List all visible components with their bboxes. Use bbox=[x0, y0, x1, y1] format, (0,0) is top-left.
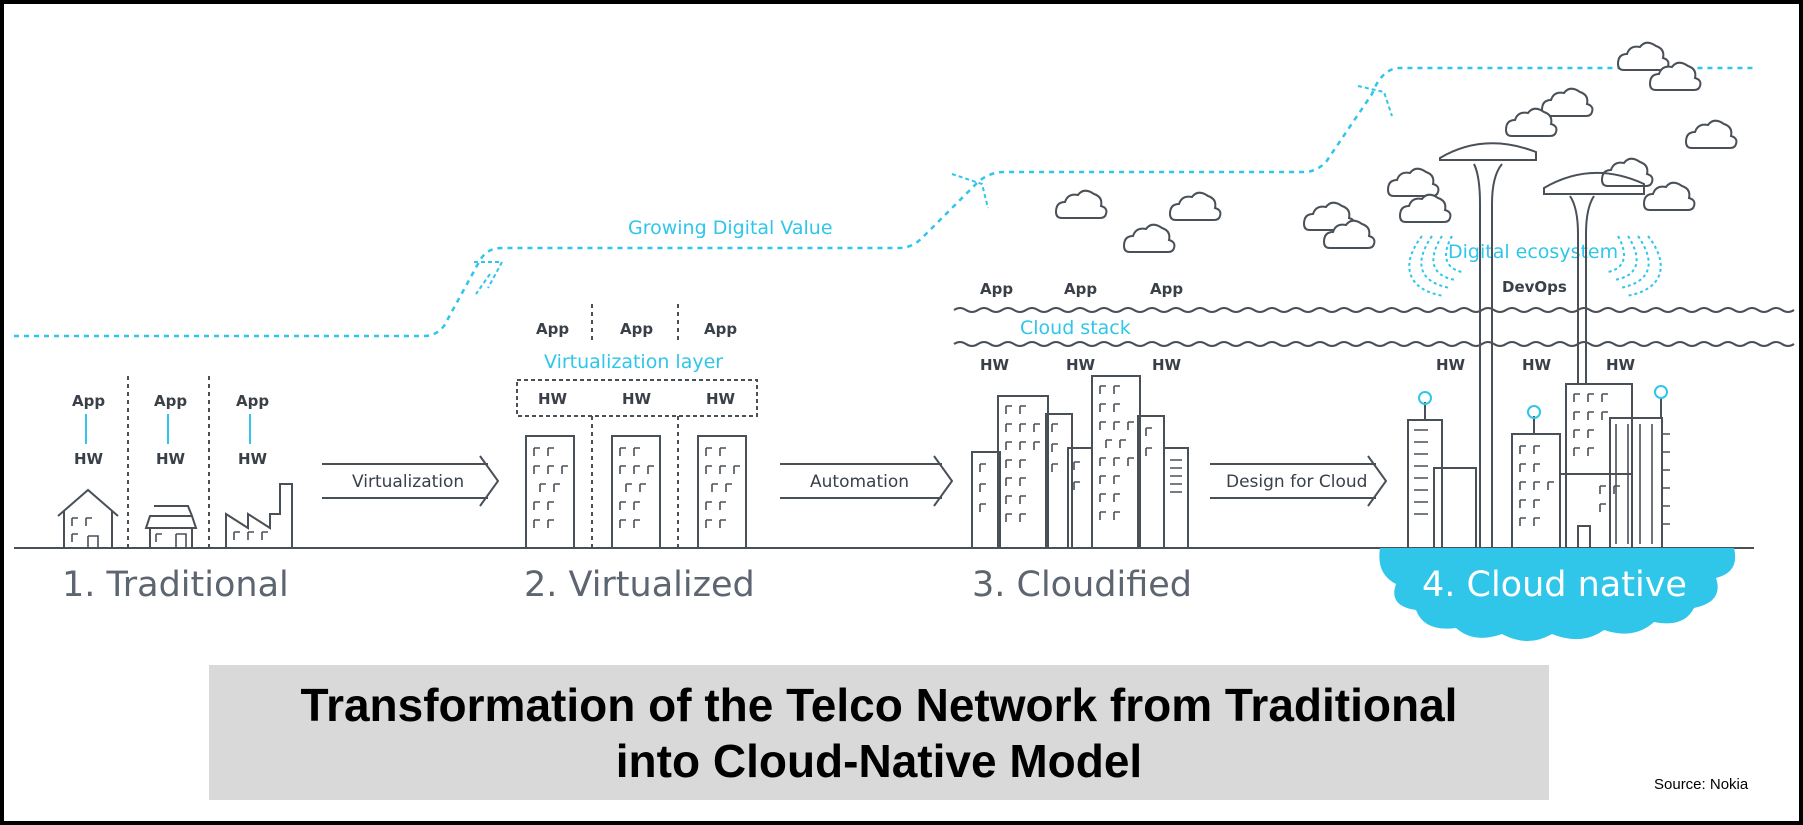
transition-label-virtualization: Virtualization bbox=[352, 472, 464, 492]
app-label: App bbox=[1150, 280, 1183, 298]
cloud-icon bbox=[1387, 167, 1440, 197]
tower-platform bbox=[1543, 171, 1645, 384]
hw-label: HW bbox=[1522, 356, 1552, 374]
stage-label-cloudified: 3. Cloudified bbox=[972, 565, 1192, 605]
factory-icon bbox=[225, 483, 293, 548]
app-label: App bbox=[1064, 280, 1097, 298]
tower-platform bbox=[1439, 142, 1537, 548]
transition-label-automation: Automation bbox=[810, 472, 909, 492]
stage-cloud-native: Digital ecosystem DevOps HW HW HW bbox=[1303, 41, 1738, 641]
cloud-icon bbox=[1123, 223, 1176, 253]
server-building-icon bbox=[697, 435, 747, 549]
city-buildings-icon bbox=[971, 375, 1189, 549]
value-arrow-1 bbox=[474, 261, 504, 295]
transition-automation-arrow: Automation bbox=[780, 455, 954, 507]
stage-label-cloud-native: 4. Cloud native bbox=[1422, 565, 1687, 605]
cloud-icon bbox=[1399, 193, 1452, 223]
cloud-stack-band-top bbox=[953, 307, 1795, 313]
cloud-icon bbox=[1169, 191, 1222, 221]
stage-cloudified: App App App Cloud stack HW HW HW 3. Clou… bbox=[953, 189, 1795, 605]
app-label: App bbox=[154, 392, 187, 410]
cloud-stack-label: Cloud stack bbox=[1020, 317, 1131, 339]
transition-virtualization-arrow: Virtualization bbox=[322, 455, 500, 507]
virtualization-layer-label: Virtualization layer bbox=[544, 351, 723, 373]
cloud-icon bbox=[1055, 189, 1108, 219]
cloud-stack-band-bottom bbox=[953, 341, 1795, 347]
hw-label: HW bbox=[1066, 356, 1096, 374]
value-arrow-3 bbox=[1357, 85, 1393, 117]
city-buildings-icon bbox=[1407, 383, 1670, 549]
digital-ecosystem-label: Digital ecosystem bbox=[1448, 241, 1618, 263]
app-label: App bbox=[236, 392, 269, 410]
house-icon bbox=[57, 488, 119, 548]
app-label: App bbox=[536, 320, 569, 338]
cloud-icon bbox=[1685, 119, 1738, 149]
transition-label-design-for-cloud: Design for Cloud bbox=[1226, 472, 1367, 492]
hw-label: HW bbox=[1606, 356, 1636, 374]
hw-label: HW bbox=[706, 390, 736, 408]
app-label: App bbox=[704, 320, 737, 338]
hw-label: HW bbox=[980, 356, 1010, 374]
value-arrow-2 bbox=[951, 173, 989, 209]
telco-transformation-diagram: Growing Digital Value App App App HW HW … bbox=[14, 41, 1795, 641]
stage-traditional: App App App HW HW HW 1. Traditional bbox=[57, 376, 293, 605]
caption-box: Transformation of the Telco Network from… bbox=[209, 665, 1549, 800]
transition-design-for-cloud-arrow: Design for Cloud bbox=[1210, 455, 1388, 507]
server-building-icon bbox=[611, 435, 661, 549]
hw-label: HW bbox=[156, 450, 186, 468]
devops-label: DevOps bbox=[1502, 278, 1567, 296]
hw-label: HW bbox=[1436, 356, 1466, 374]
app-label: App bbox=[980, 280, 1013, 298]
stage-virtualized: App App App Virtualization layer HW HW H… bbox=[516, 304, 758, 605]
cloud-native-base bbox=[1379, 548, 1736, 641]
stage-label-virtualized: 2. Virtualized bbox=[524, 565, 755, 605]
cloud-icon bbox=[1643, 181, 1696, 211]
app-label: App bbox=[620, 320, 653, 338]
cloud-icon bbox=[1617, 41, 1670, 71]
caption-line-1: Transformation of the Telco Network from… bbox=[300, 678, 1458, 731]
hw-label: HW bbox=[74, 450, 104, 468]
hw-label: HW bbox=[1152, 356, 1182, 374]
server-building-icon bbox=[525, 435, 575, 549]
hw-label: HW bbox=[238, 450, 268, 468]
source-credit: Source: Nokia bbox=[1654, 776, 1749, 793]
stage-label-traditional: 1. Traditional bbox=[62, 565, 289, 605]
cloud-icon bbox=[1541, 87, 1594, 117]
hw-label: HW bbox=[622, 390, 652, 408]
caption-line-2: into Cloud-Native Model bbox=[615, 734, 1143, 787]
hw-label: HW bbox=[538, 390, 568, 408]
growing-value-label: Growing Digital Value bbox=[628, 217, 833, 239]
shop-icon bbox=[144, 505, 198, 548]
cloud-icon bbox=[1601, 157, 1654, 187]
app-label: App bbox=[72, 392, 105, 410]
